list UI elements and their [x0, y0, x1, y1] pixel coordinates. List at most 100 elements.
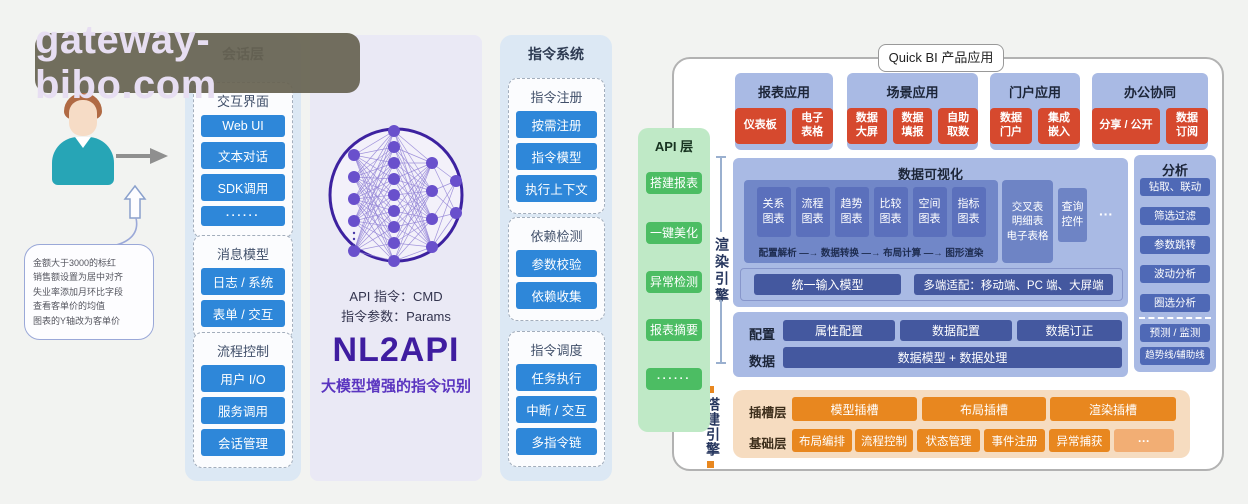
appbox-office-collab: 办公协同 分享 / 公开 数据 订阅 — [1092, 73, 1208, 150]
orange-bullet — [707, 386, 714, 393]
chip-log-system: 日志 / 系统 — [201, 268, 285, 295]
chip-ellipsis: ······ — [201, 206, 285, 226]
tile-multi-device-adapt: 多端适配：移动端、PC 端、大屏端 — [914, 274, 1113, 295]
more-ellipsis: ··· — [1099, 206, 1113, 222]
config-data-box: 配置 属性配置 数据配置 数据订正 数据 数据模型 + 数据处理 — [733, 312, 1128, 377]
render-pipeline-text: 配置解析 —→ 数据转换 —→ 布局计算 —→ 图形渲染 — [758, 248, 984, 259]
section-command-dispatch: 指令调度 任务执行 中断 / 交互 多指令链 — [508, 331, 605, 467]
chip-sdk-call: SDK调用 — [201, 174, 285, 201]
tile-data-fill: 数据 填报 — [892, 108, 933, 144]
bubble-line: 失业率添加月环比字段 — [33, 286, 124, 297]
chip-build-report: 搭建报表 — [646, 172, 702, 194]
bracket-line — [720, 156, 722, 232]
data-label: 数据 — [749, 354, 776, 369]
neural-network-icon — [328, 125, 464, 267]
appbox-title: 场景应用 — [886, 85, 939, 100]
tile-ellipsis: ··· — [1114, 429, 1174, 452]
tile-data-config: 数据配置 — [900, 320, 1012, 341]
chip-user-io: 用户 I/O — [201, 365, 285, 392]
chip-param-jump: 参数跳转 — [1140, 236, 1210, 254]
api-cmd-line: API 指令：CMD — [349, 289, 443, 304]
chip-fluctuation-analysis: 波动分析 — [1140, 265, 1210, 283]
slot-layer-label: 插槽层 — [749, 406, 787, 420]
chip-task-exec: 任务执行 — [516, 364, 597, 391]
tile-unified-input-model: 统一输入模型 — [754, 274, 901, 295]
chip-text-chat: 文本对话 — [201, 142, 285, 169]
appbox-title: 报表应用 — [757, 85, 810, 100]
tile-flow-control: 流程控制 — [855, 429, 913, 452]
chip-form-interaction: 表单 / 交互 — [201, 300, 285, 327]
tile-event-register: 事件注册 — [984, 429, 1045, 452]
section-title: 指令注册 — [530, 90, 583, 105]
session-layer-panel: 会话层 交互界面 Web UI 文本对话 SDK调用 ······ 消息模型 日… — [185, 35, 301, 481]
chip-on-demand-register: 按需注册 — [516, 111, 597, 138]
config-label: 配置 — [749, 327, 776, 342]
appbox-title: 办公协同 — [1123, 85, 1176, 100]
tile-data-correction: 数据订正 — [1017, 320, 1122, 341]
analysis-panel: 分析 钻取、联动 筛选过滤 参数跳转 波动分析 圈选分析 预测 / 监测 趋势线… — [1134, 155, 1216, 372]
quickbi-title-box: Quick BI 产品应用 — [878, 44, 1004, 72]
tile-integration-embed: 集成 嵌入 — [1038, 108, 1080, 144]
section-title: 依赖检测 — [530, 229, 583, 244]
bracket-line — [720, 300, 722, 364]
chip-multi-command-chain: 多指令链 — [516, 428, 597, 455]
api-layer-panel: API 层 搭建报表 一键美化 异常检测 报表摘要 ······ — [638, 128, 710, 432]
tile-data-model-processing: 数据模型 + 数据处理 — [783, 347, 1122, 368]
chip-filter: 筛选过滤 — [1140, 207, 1210, 225]
dashed-divider — [1139, 317, 1211, 319]
api-param-line: 指令参数：Params — [341, 309, 451, 324]
orange-bullet — [707, 461, 714, 468]
appbox-portal-apps: 门户应用 数据 门户 集成 嵌入 — [990, 73, 1080, 150]
nl2api-panel: API 指令：CMD 指令参数：Params NL2API 大模型增强的指令识别 — [310, 35, 482, 481]
tile-layout-slot: 布局插槽 — [922, 397, 1046, 421]
chip-forecast-monitor: 预测 / 监测 — [1140, 324, 1210, 342]
section-message-model: 消息模型 日志 / 系统 表单 / 交互 — [193, 235, 293, 339]
render-engine-label: 渲染引擎 — [714, 237, 730, 305]
tile-indicator-chart: 指标 图表 — [951, 187, 986, 237]
tile-render-slot: 渲染插槽 — [1050, 397, 1176, 421]
base-layer-label: 基础层 — [749, 437, 787, 451]
chip-trendline-auxline: 趋势线/辅助线 — [1140, 347, 1210, 365]
tile-data-portal: 数据 门户 — [990, 108, 1032, 144]
tile-self-fetch: 自助 取数 — [938, 108, 979, 144]
section-interaction-ui: 交互界面 Web UI 文本对话 SDK调用 ······ — [193, 82, 293, 238]
dataviz-box: 数据可视化 关系 图表 流程 图表 趋势 图表 比较 图表 空间 图表 指标 图… — [733, 158, 1128, 307]
tile-cross-table: 交叉表 明细表 电子表格 — [1002, 180, 1053, 263]
tile-spatial-chart: 空间 图表 — [912, 187, 947, 237]
tile-trend-chart: 趋势 图表 — [834, 187, 869, 237]
analysis-title: 分析 — [1161, 163, 1188, 178]
tile-query-widget: 查询 控件 — [1058, 188, 1087, 242]
tile-exception-catch: 异常捕获 — [1049, 429, 1110, 452]
tile-state-mgmt: 状态管理 — [917, 429, 980, 452]
tile-attr-config: 属性配置 — [783, 320, 895, 341]
section-title: 流程控制 — [216, 344, 269, 359]
section-flow-control: 流程控制 用户 I/O 服务调用 会话管理 — [193, 332, 293, 468]
appbox-title: 门户应用 — [1008, 85, 1061, 100]
chip-service-call: 服务调用 — [201, 397, 285, 424]
chip-lasso-analysis: 圈选分析 — [1140, 294, 1210, 312]
speech-bubble: 金额大于3000的标红 销售额设置为居中对齐 失业率添加月环比字段 查看客单价的… — [24, 244, 154, 340]
section-title: 消息模型 — [216, 247, 269, 262]
command-system-panel: 指令系统 指令注册 按需注册 指令模型 执行上下文 依赖检测 参数校验 依赖收集… — [500, 35, 612, 481]
user-collar — [75, 137, 91, 148]
tile-share-public: 分享 / 公开 — [1092, 108, 1160, 144]
api-layer-title: API 层 — [654, 139, 694, 154]
tile-flow-chart: 流程 图表 — [795, 187, 830, 237]
tile-data-screen: 数据 大屏 — [847, 108, 887, 144]
user-face — [69, 100, 97, 136]
chip-ellipsis: ······ — [646, 368, 702, 390]
section-title: 指令调度 — [530, 343, 583, 358]
tile-compare-chart: 比较 图表 — [873, 187, 908, 237]
chip-session-mgmt: 会话管理 — [201, 429, 285, 456]
chip-interrupt-interact: 中断 / 交互 — [516, 396, 597, 423]
watermark: gateway-bibo.com — [35, 18, 360, 107]
chip-exec-context: 执行上下文 — [516, 175, 597, 202]
right-arrow-icon — [116, 148, 168, 164]
bubble-line: 销售额设置为居中对齐 — [33, 272, 124, 283]
appbox-report-apps: 报表应用 仪表板 电子 表格 — [735, 73, 833, 150]
chip-report-summary: 报表摘要 — [646, 319, 702, 341]
bracket-tick — [716, 362, 726, 364]
chip-one-click-beautify: 一键美化 — [646, 222, 702, 244]
adapter-row-box: 统一输入模型 多端适配：移动端、PC 端、大屏端 — [740, 268, 1123, 301]
nl2api-title: NL2API — [332, 331, 460, 369]
